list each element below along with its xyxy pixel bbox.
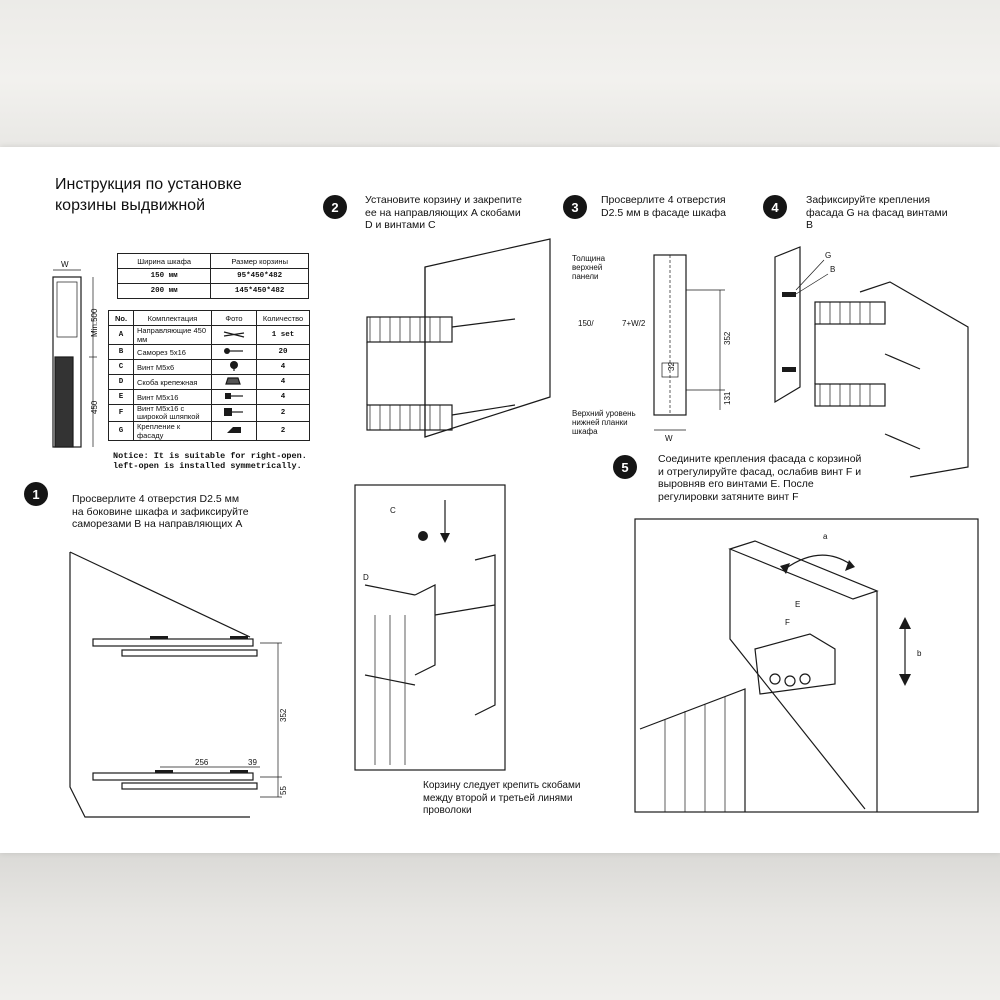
cabinet-450-label: 450 [90, 400, 99, 414]
step-1-drawing: 352 256 39 55 [69, 551, 288, 818]
step-2-label-d: D [363, 573, 369, 582]
step-4-drawing: G B [774, 246, 969, 478]
dim-39: 39 [248, 758, 257, 767]
part-no: B [108, 344, 134, 360]
step-3-panel-bottom-label: Верхний уровень нижней планки шкафа [572, 409, 636, 436]
page-title: Инструкция по установке корзины выдвижно… [55, 176, 242, 214]
part-no: A [108, 325, 134, 345]
cell-width: 150 мм [116, 268, 212, 284]
step-4-number: 4 [763, 195, 787, 219]
notice-line: Notice: It is suitable for right-open. [113, 451, 307, 461]
notice-line: left-open is installed symmetrically. [113, 461, 302, 471]
table-row: F Винт M5x16 с широкой шляпкой 2 [108, 404, 310, 422]
step-2-text: Установите корзину и закрепите ее на нап… [365, 194, 522, 231]
step-4-text: Зафиксируйте крепления фасада G на фасад… [806, 194, 948, 231]
cabinet-dimension-drawing: W Min.500 450 [52, 260, 99, 448]
step-2-label-c: C [390, 506, 396, 515]
step-3-panel-top-label: Толщина верхней панели [572, 254, 606, 281]
cell-width: 200 мм [116, 283, 212, 299]
parts-table-header: No. Комплектация Фото Количество [108, 310, 310, 326]
part-qty: 1 set [256, 325, 310, 345]
step-1-text: Просверлите 4 отверстия D2.5 мм на боков… [72, 493, 249, 530]
table-row: D Скоба крепежная 4 [108, 374, 310, 390]
step-2-basket-drawing [366, 238, 551, 438]
step-3-dim-32: 32 [667, 362, 676, 371]
notice-text: Notice: It is suitable for right-open. l… [113, 451, 307, 471]
size-table-header: Ширина шкафа Размер корзины [116, 253, 309, 269]
step-3-dim-131: 131 [723, 391, 732, 405]
cell-size: 95*450*482 [210, 268, 309, 284]
part-qty: 4 [256, 359, 310, 375]
part-photo [211, 325, 257, 345]
part-photo [211, 359, 257, 375]
table-row: E Винт M5x16 4 [108, 389, 310, 405]
step-5-drawing: a b E F [634, 518, 979, 813]
part-qty: 2 [256, 404, 310, 422]
step-3-w: W [665, 434, 673, 443]
parts-table: No. Комплектация Фото Количество A Напра… [108, 310, 310, 441]
step-3-number: 3 [563, 195, 587, 219]
table-row: C Винт M5x6 4 [108, 359, 310, 375]
table-row: 200 мм 145*450*482 [116, 283, 309, 299]
dim-256: 256 [195, 758, 209, 767]
part-qty: 2 [256, 421, 310, 441]
header-no: No. [108, 310, 134, 326]
part-name: Саморез 5x16 [133, 344, 212, 360]
header-name: Комплектация [133, 310, 212, 326]
part-name: Скоба крепежная [133, 374, 212, 390]
part-qty: 20 [256, 344, 310, 360]
part-no: G [108, 421, 134, 441]
part-name: Винт M5x6 [133, 359, 212, 375]
cabinet-min500-label: Min.500 [90, 308, 99, 337]
step-5-label-b: b [917, 649, 922, 658]
header-cabinet-width: Ширина шкафа [116, 253, 212, 269]
step-2-detail-drawing: C D [354, 484, 506, 771]
step-3-formula: 7+W/2 [622, 319, 646, 328]
step-3-dim-352: 352 [723, 331, 732, 345]
step-5-label-a: a [823, 532, 828, 541]
part-name: Винт M5x16 с широкой шляпкой [133, 404, 212, 422]
step-1-number: 1 [24, 482, 48, 506]
table-row: B Саморез 5x16 20 [108, 344, 310, 360]
part-qty: 4 [256, 389, 310, 405]
table-row: G Крепление к фасаду 2 [108, 421, 310, 441]
step-4-label-g: G [825, 251, 831, 260]
part-qty: 4 [256, 374, 310, 390]
step-5-text: Соедините крепления фасада с корзиной и … [658, 453, 862, 503]
part-photo [211, 389, 257, 405]
cell-size: 145*450*482 [210, 283, 309, 299]
part-photo [211, 344, 257, 360]
cabinet-w-label: W [61, 260, 69, 269]
part-no: D [108, 374, 134, 390]
dim-55: 55 [279, 786, 288, 795]
header-basket-size: Размер корзины [210, 253, 309, 269]
header-qty: Количество [256, 310, 310, 326]
step-3-text: Просверлите 4 отверстия D2.5 мм в фасаде… [601, 194, 726, 219]
dim-352: 352 [279, 708, 288, 722]
instruction-sheet: Инструкция по установке корзины выдвижно… [0, 147, 1000, 853]
step-5-number: 5 [613, 455, 637, 479]
table-row: 150 мм 95*450*482 [116, 268, 309, 284]
step-5-label-f: F [785, 618, 790, 627]
part-photo [211, 374, 257, 390]
part-photo [211, 404, 257, 422]
part-no: C [108, 359, 134, 375]
step-2-number: 2 [323, 195, 347, 219]
step-3-dim-150: 150/ [578, 319, 594, 328]
part-name: Винт M5x16 [133, 389, 212, 405]
part-no: F [108, 404, 134, 422]
part-name: Крепление к фасаду [133, 421, 212, 441]
header-photo: Фото [211, 310, 257, 326]
step-3-facade-drawing: 150/ 7+W/2 352 32 131 W [578, 254, 732, 443]
step-5-label-e: E [795, 600, 800, 609]
part-name: Направляющие 450 мм [133, 325, 212, 345]
part-no: E [108, 389, 134, 405]
step-4-label-b: B [830, 265, 835, 274]
part-photo [211, 421, 257, 441]
size-table: Ширина шкафа Размер корзины 150 мм 95*45… [116, 253, 309, 299]
table-row: A Направляющие 450 мм 1 set [108, 325, 310, 345]
step-2-note: Корзину следует крепить скобами между вт… [423, 780, 581, 816]
